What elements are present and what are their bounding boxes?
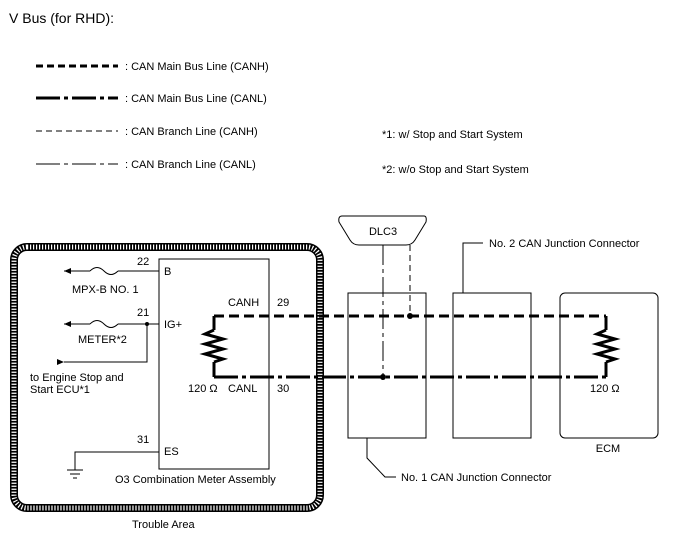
legend: : CAN Main Bus Line (CANH) : CAN Main Bu… [36, 61, 269, 171]
meter-canl-label: CANL [228, 383, 257, 395]
ecm-resistor-symbol [591, 316, 621, 377]
ground-symbol [67, 451, 159, 479]
meter-terminal-b: B [164, 266, 171, 278]
meter-resistor-value: 120 Ω [188, 383, 218, 395]
legend-label-canl-main: : CAN Main Bus Line (CANL) [125, 93, 267, 105]
meter-pin-21: 21 [137, 307, 149, 319]
meter-terminal-es: ES [164, 446, 179, 458]
junction-dot-canh [407, 313, 413, 319]
ecm-resistor-value: 120 Ω [590, 383, 620, 395]
meter-assembly-name: O3 Combination Meter Assembly [115, 474, 276, 486]
junction-connector-2-box [452, 292, 532, 439]
meter-resistor-symbol [199, 316, 229, 377]
meter-pin-22: 22 [137, 256, 149, 268]
engine-stop-label-line1: to Engine Stop and [30, 372, 124, 384]
fuse-meter-label: METER*2 [78, 334, 127, 346]
dlc3-connector [338, 215, 427, 246]
trouble-area-label: Trouble Area [132, 519, 195, 531]
fuse-mpx-label: MPX-B NO. 1 [72, 284, 139, 296]
junction-1-label: No. 1 CAN Junction Connector [401, 472, 552, 484]
callout-junction-2 [462, 242, 483, 293]
junction-dot-canl [380, 374, 386, 380]
ecm-label: ECM [596, 443, 620, 455]
ecm-box [559, 292, 659, 439]
page-title: V Bus (for RHD): [9, 10, 114, 26]
legend-label-canh-branch: : CAN Branch Line (CANH) [125, 126, 258, 138]
callout-junction-1 [366, 438, 396, 478]
junction-connector-1-box [347, 292, 427, 439]
meter-terminal-ig: IG+ [164, 319, 182, 331]
legend-label-canl-branch: : CAN Branch Line (CANL) [125, 159, 256, 171]
meter-canh-label: CANH [228, 297, 259, 309]
junction-2-label: No. 2 CAN Junction Connector [489, 238, 640, 250]
combination-meter-box [158, 258, 270, 470]
dlc3-label: DLC3 [369, 226, 397, 238]
meter-canh-pin: 29 [277, 297, 289, 309]
trouble-area-border [10, 243, 324, 512]
meter-pin-31: 31 [137, 434, 149, 446]
legend-label-canh-main: : CAN Main Bus Line (CANH) [125, 61, 269, 73]
note-1: *1: w/ Stop and Start System [382, 129, 523, 141]
note-2: *2: w/o Stop and Start System [382, 164, 529, 176]
wire-meter-fuse [57, 320, 159, 365]
wire-mpx [64, 267, 159, 275]
engine-stop-label-line2: Start ECU*1 [30, 384, 90, 396]
meter-canl-pin: 30 [277, 383, 289, 395]
